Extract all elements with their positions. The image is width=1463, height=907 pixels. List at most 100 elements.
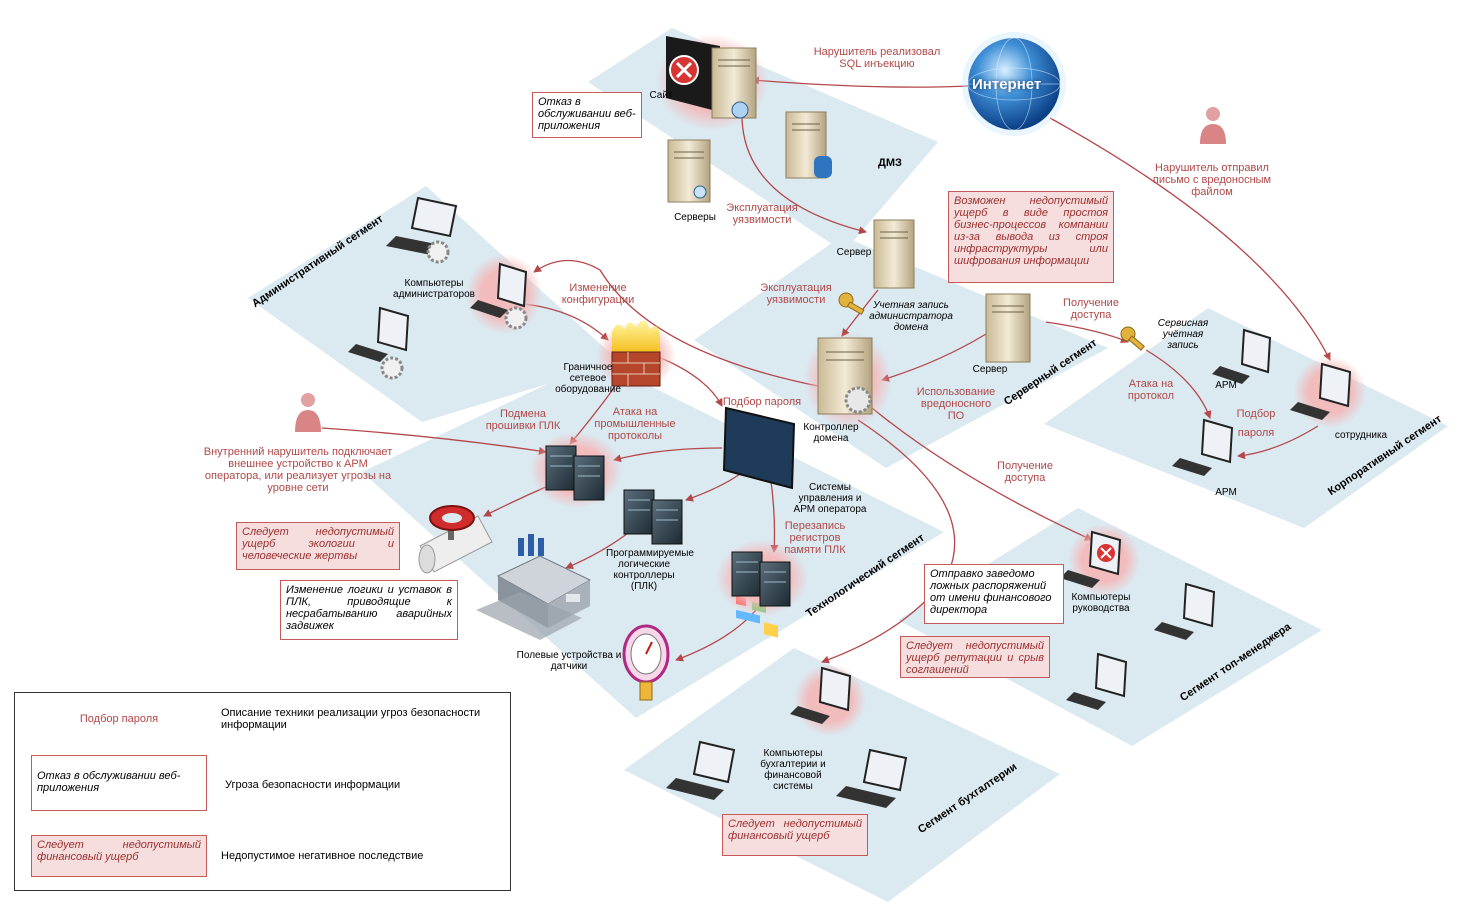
firewall-icon bbox=[596, 320, 676, 390]
arrow-scada-plc-mid bbox=[685, 473, 741, 502]
server-icon-dmz-web bbox=[667, 139, 711, 203]
plane-server bbox=[694, 236, 1108, 468]
computer-icons bbox=[348, 196, 1366, 808]
plc-rack-3 bbox=[716, 540, 808, 616]
technique-malware: Использование вредоносного ПО bbox=[916, 386, 996, 422]
legend-consequence-desc: Недопустимое негативное последствие bbox=[221, 850, 424, 862]
arrow-internet-site bbox=[751, 76, 969, 88]
label-domain-controller: Контроллер домена bbox=[803, 422, 859, 444]
person-icons bbox=[295, 107, 1226, 432]
arm2-icon bbox=[1172, 418, 1234, 476]
insider-attacker-icon bbox=[295, 393, 321, 432]
accounting-laptop1-icon bbox=[666, 740, 736, 800]
legend-threat-desc: Угроза безопасности информации bbox=[225, 779, 401, 791]
admin-key-icon bbox=[838, 292, 865, 316]
technique-brute-force-1: Подбор пароля bbox=[722, 396, 802, 408]
threat-dos: Отказ в обслуживании веб-приложения bbox=[532, 92, 642, 138]
label-firewall: Граничное сетевое оборудование bbox=[555, 362, 621, 395]
label-admin-pcs: Компьютеры администраторов bbox=[393, 278, 475, 300]
technique-config-change: Изменение конфигурации bbox=[561, 282, 635, 306]
arm1-icon bbox=[1212, 328, 1272, 384]
accounting-laptop2-icon bbox=[836, 748, 908, 808]
server-icon-serverseg bbox=[985, 293, 1031, 363]
plc-icons bbox=[530, 432, 808, 616]
legend: Подбор пароля Описание техники реализаци… bbox=[14, 692, 511, 891]
server-icon-dmz-db bbox=[785, 111, 832, 179]
label-server-dmz: Сервер bbox=[836, 247, 872, 258]
management-pc3-icon bbox=[1066, 652, 1128, 710]
server-icon-dmz-internal bbox=[873, 219, 915, 289]
technique-brute-force-2a: Подбор bbox=[1236, 408, 1276, 420]
legend-technique-desc: Описание техники реализации угроз безопа… bbox=[221, 707, 481, 731]
employee-pc-icon bbox=[1290, 356, 1366, 428]
label-admin-account: Учетная запись администратора домена bbox=[869, 300, 953, 333]
label-scada: Системы управления и АРМ оператора bbox=[793, 482, 867, 515]
threat-fake-orders: Отправко заведомо ложных распоряжений от… bbox=[924, 564, 1064, 624]
technique-protocol-attack: Атака на протокол bbox=[1127, 378, 1175, 402]
technique-register-overwrite: Перезапись регистров памяти ПЛК bbox=[784, 520, 846, 556]
gauge-icon bbox=[622, 624, 670, 701]
internet-globe bbox=[962, 32, 1066, 136]
plc-rack-1 bbox=[530, 432, 622, 508]
threat-plc-logic: Изменение логики и уставок в ПЛК, привод… bbox=[280, 580, 458, 640]
consequence-business: Возможен недопустимый ущерб в виде прост… bbox=[948, 191, 1114, 283]
factory-icon bbox=[476, 534, 592, 640]
label-servers: Серверы bbox=[674, 212, 716, 223]
arrow-server-serviceaccount bbox=[1045, 321, 1129, 343]
internet-label: Интернет bbox=[972, 76, 1042, 93]
technique-exploit-2: Эксплуатация уязвимости bbox=[760, 282, 832, 306]
label-service-account: Сервисная учётная запись bbox=[1157, 318, 1209, 351]
arrow-scada-plc-top bbox=[613, 447, 723, 463]
legend-consequence-sample: Следует недопустимый финансовый ущерб bbox=[31, 835, 207, 877]
consequence-ecology: Следует недопустимый ущерб экологии и че… bbox=[236, 522, 400, 570]
accounting-pc-icon bbox=[790, 664, 866, 736]
legend-technique-sample: Подбор пароля bbox=[79, 713, 159, 725]
label-arm1: АРМ bbox=[1215, 380, 1237, 391]
management-pc2-icon bbox=[1154, 582, 1216, 640]
technique-firmware-swap: Подмена прошивки ПЛК bbox=[485, 408, 561, 432]
legend-threat-sample: Отказ в обслуживании веб-приложения bbox=[31, 755, 207, 811]
segment-title-dmz: ДМЗ bbox=[878, 157, 902, 169]
valve-icon bbox=[418, 505, 493, 574]
external-attacker-icon bbox=[1200, 107, 1226, 144]
arrow-serviceaccount-arm bbox=[1145, 349, 1212, 419]
plane-admin bbox=[248, 186, 620, 422]
label-management-pcs: Компьютеры руководства bbox=[1071, 592, 1131, 614]
label-arm2: АРМ bbox=[1215, 487, 1237, 498]
technique-sql-injection: Нарушитель реализовал SQL инъекцию bbox=[813, 46, 941, 70]
plane-accounting bbox=[624, 648, 1060, 902]
plane-corporate bbox=[1044, 308, 1448, 528]
arrow-site-server bbox=[741, 111, 867, 235]
service-key-icon bbox=[1120, 326, 1145, 351]
arrow-employee-arm bbox=[1237, 425, 1319, 460]
domain-controller-icon bbox=[804, 332, 892, 428]
label-accounting-pcs: Компьютеры бухгалтерии и финансовой сист… bbox=[760, 748, 826, 792]
arrow-insider-plc bbox=[321, 427, 547, 455]
consequence-finance: Следует недопустимый финансовый ущерб bbox=[722, 814, 868, 856]
admin-laptop-icon bbox=[386, 196, 458, 264]
label-employee: сотрудника bbox=[1334, 430, 1388, 441]
label-site: Сайт bbox=[649, 90, 673, 101]
server-icons bbox=[667, 111, 1031, 428]
site-server-icon bbox=[656, 34, 768, 130]
key-icons bbox=[838, 292, 1145, 351]
label-plc: Программируемые логические контроллеры (… bbox=[606, 548, 694, 592]
technique-insider: Внутренний нарушитель подключает внешнее… bbox=[203, 446, 393, 494]
arrow-dc-management bbox=[871, 407, 1093, 541]
arrow-serverseg-dc bbox=[881, 333, 987, 382]
technique-brute-force-2b: пароля bbox=[1237, 427, 1275, 439]
technique-industrial-protocols: Атака на промышленные протоколы bbox=[594, 406, 676, 442]
technique-exploit-1: Эксплуатация уязвимости bbox=[726, 202, 798, 226]
technique-access-1: Получение доступа bbox=[1063, 297, 1119, 321]
arrow-dc-admin bbox=[533, 259, 819, 387]
label-field-devices: Полевые устройства и датчики bbox=[516, 650, 622, 672]
management-pc-icon bbox=[1060, 524, 1140, 596]
technique-access-2: Получение доступа bbox=[997, 460, 1053, 484]
technique-malicious-email: Нарушитель отправил письмо с вредоносным… bbox=[1152, 162, 1272, 198]
arrow-internet-employee bbox=[1049, 117, 1331, 361]
admin-pc-icon bbox=[466, 254, 542, 334]
plc-rack-2 bbox=[623, 489, 683, 545]
consequence-reputation: Следует недопустимый ущерб репутации и с… bbox=[900, 636, 1050, 678]
label-server-seg: Сервер bbox=[972, 364, 1008, 375]
